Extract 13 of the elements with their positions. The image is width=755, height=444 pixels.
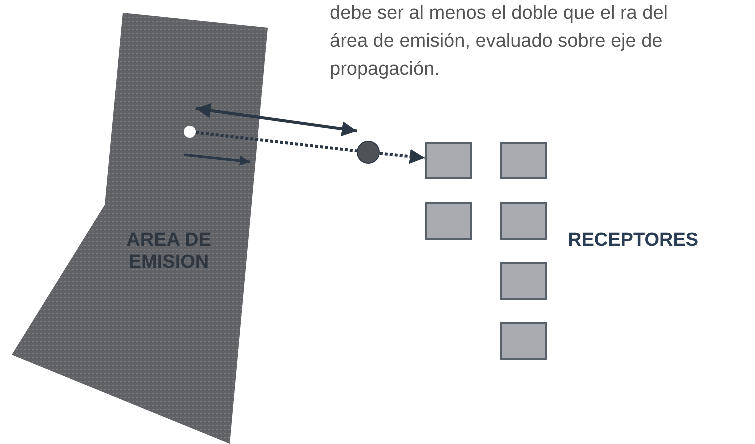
receptor-square [425, 142, 472, 179]
arrow [196, 103, 358, 137]
receptors-label: RECEPTORES [568, 230, 700, 252]
intermediate-point [357, 141, 380, 164]
receptor-square [500, 202, 547, 240]
receptor-square [500, 262, 547, 300]
receptor-square [500, 322, 547, 360]
dotted-arrow [380, 149, 426, 164]
description-text: debe ser al menos el doble que el ra del área de emisión, evaluado sobre eje de propagación. [330, 2, 670, 82]
receptor-square [500, 142, 547, 179]
area-label: AREA DE EMISION [126, 230, 212, 274]
receptor-square [425, 202, 472, 240]
emission-area [12, 13, 269, 444]
